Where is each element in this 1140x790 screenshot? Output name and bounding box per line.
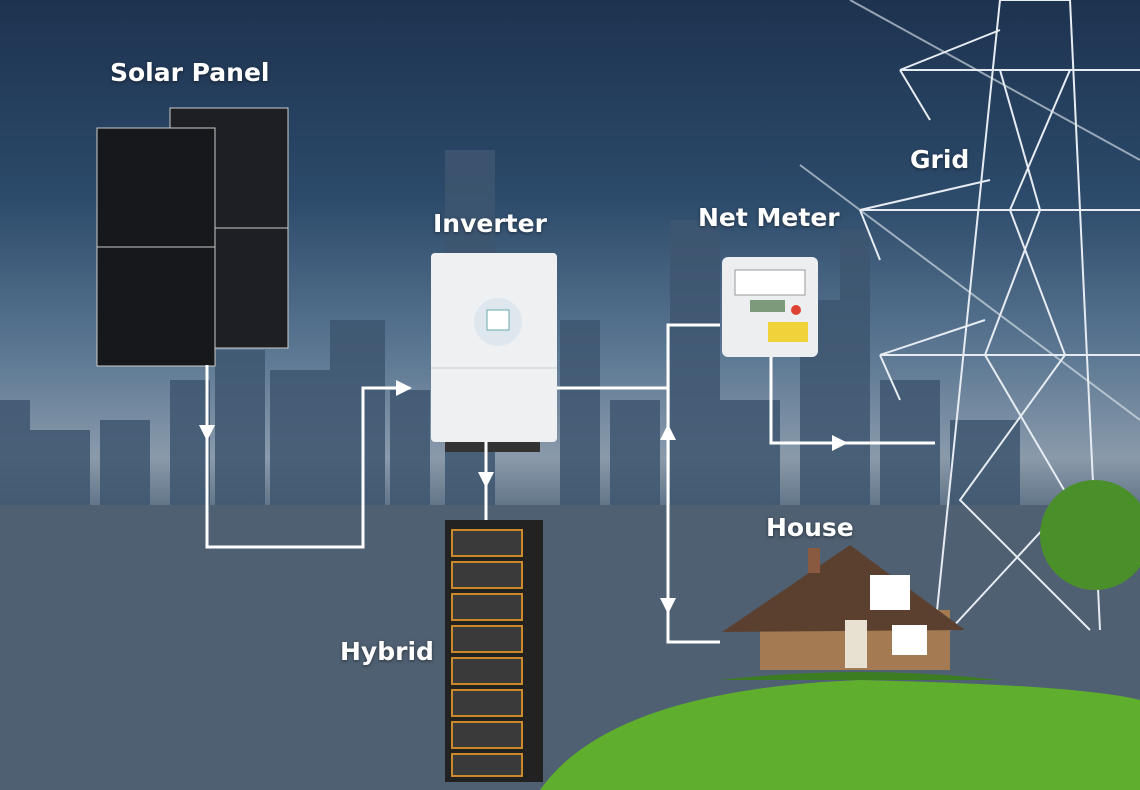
inverter-image: [431, 253, 557, 452]
arrow-right-icon: [396, 380, 412, 396]
flow-arrows: [199, 380, 848, 614]
solar-panel-image: [96, 107, 289, 367]
inverter-label: Inverter: [433, 209, 547, 238]
arrow-down-icon: [199, 425, 215, 441]
grid-label: Grid: [910, 145, 970, 174]
hybrid-battery-label: Hybrid: [340, 637, 434, 666]
flow-lines: [205, 323, 935, 644]
arrow-down-icon: [660, 598, 676, 614]
net-meter-image: [722, 257, 818, 357]
house-label: House: [766, 513, 854, 542]
house-image: [722, 545, 965, 670]
net-meter-label: Net Meter: [698, 203, 840, 232]
arrow-up-icon: [660, 424, 676, 440]
hedge: [720, 672, 1000, 680]
arrow-down-icon: [478, 472, 494, 488]
solar-panel-label: Solar Panel: [110, 58, 270, 87]
arrow-right-icon: [832, 435, 848, 451]
tree: [1040, 480, 1140, 590]
transmission-tower: [799, 0, 1140, 631]
battery-rack-image: [445, 520, 543, 782]
grass-hill: [540, 680, 1140, 790]
